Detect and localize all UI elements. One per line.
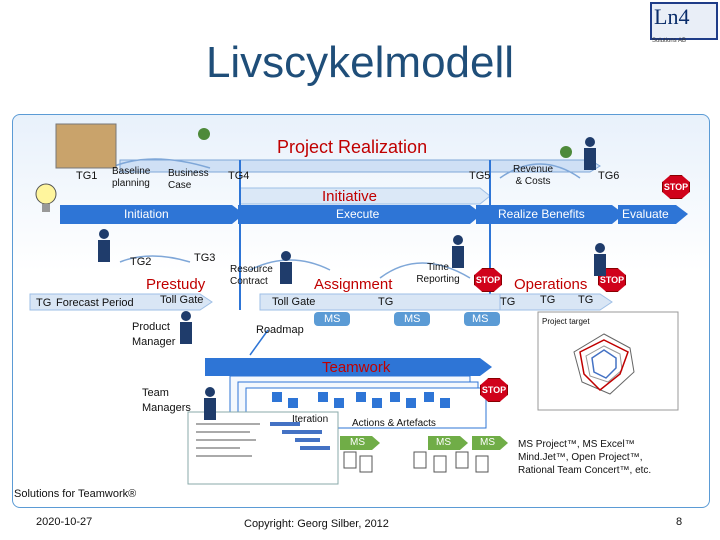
project-realization-label: Project Realization [277, 137, 428, 157]
roadmap-label: Roadmap [256, 324, 304, 336]
ms-marker-1 [314, 312, 350, 326]
team-managers-label: Team Managers [142, 387, 191, 414]
company-logo: Ln4 Solutions AB [650, 2, 718, 46]
ms-label-3: MS [472, 313, 489, 325]
slogan: Solutions for Teamwork® [14, 488, 137, 500]
logo-box: Ln4 [650, 2, 718, 40]
ms-green-arrow-1 [340, 436, 380, 450]
initiative-label: Initiative [322, 188, 378, 205]
tools-note: MS Project™, MS Excel™ Mind.Jet™, Open P… [518, 439, 652, 476]
revenue-costs-label: Revenue & Costs [512, 164, 554, 187]
ms-green-label-3: MS [480, 437, 495, 448]
action-icons [272, 392, 450, 408]
tg-operations-label-3: TG [578, 294, 594, 306]
iteration-label: Iteration [292, 414, 329, 425]
realize-benefits-label: Realize Benefits [498, 207, 585, 221]
money-bag-icon-2 [560, 146, 572, 158]
realize-benefits-band [476, 205, 624, 224]
initiation-band [60, 205, 244, 224]
tg1-label: TG1 [76, 170, 98, 182]
meeting-photo [55, 123, 117, 169]
execute-band [238, 205, 482, 224]
logo-subtitle: Solutions AB [652, 38, 687, 44]
radar-series-blue [591, 349, 617, 379]
footer-date: 2020-10-27 [36, 516, 93, 528]
radar-series-red [579, 339, 629, 392]
product-manager-label: Product Manager [132, 321, 176, 348]
ms-green-arrow-3 [472, 436, 508, 450]
toll-gate-label-2: Toll Gate [272, 296, 316, 308]
stop-sign-1: STOP [662, 175, 690, 199]
tg5-label: TG5 [469, 170, 491, 182]
operations-band [499, 293, 613, 311]
tg-forecast-label: TG [36, 297, 52, 309]
baseline-curve [109, 158, 211, 169]
tg2-label: TG2 [130, 256, 152, 268]
evaluate-band [618, 205, 688, 224]
ms-green-label-1: MS [350, 437, 365, 448]
stop-sign-2: STOP [474, 268, 502, 292]
ms-label-1: MS [324, 313, 341, 325]
prestudy-curve [119, 255, 191, 263]
stop-sign-3: STOP [598, 268, 626, 292]
document-icons [343, 451, 489, 473]
time-reporting-curve [379, 262, 471, 279]
stop-sign-4: STOP [480, 378, 508, 402]
tg-operations-label-1: TG [500, 296, 516, 308]
prestudy-band [29, 293, 213, 311]
ms-label-2: MS [404, 313, 421, 325]
prestudy-label: Prestudy [146, 276, 206, 293]
business-case-label: Business Case [168, 168, 209, 191]
evaluate-label: Evaluate [622, 207, 669, 221]
tg-assignment-label: TG [378, 296, 394, 308]
page-number: 8 [676, 516, 683, 528]
tg6-label: TG6 [598, 170, 620, 182]
teamwork-band [205, 358, 492, 376]
tg4-label: TG4 [228, 170, 250, 182]
assignment-label: Assignment [314, 276, 393, 293]
forecast-period-label: Forecast Period [56, 297, 134, 309]
lightbulb-icon [35, 183, 57, 205]
radar-grid-inner [585, 345, 623, 383]
ms-green-label-2: MS [436, 437, 451, 448]
ms-marker-2 [394, 312, 430, 326]
actions-artefacts-label: Actions & Artefacts [352, 418, 436, 429]
page-title: Livscykelmodell [205, 38, 515, 87]
tg-operations-label-2: TG [540, 294, 556, 306]
radar-grid-outer [573, 333, 635, 395]
resource-contract-label: Resource Contract [230, 264, 273, 287]
project-target-label: Project target [542, 317, 590, 326]
ms-green-arrow-2 [428, 436, 468, 450]
toll-gate-label-1: Toll Gate [160, 294, 204, 306]
footer-copyright: Copyright: Georg Silber, 2012 [244, 518, 389, 530]
operations-label: Operations [514, 276, 588, 293]
money-bag-icon-1 [198, 128, 210, 140]
initiation-label: Initiation [124, 207, 169, 221]
ms-marker-3 [464, 312, 500, 326]
time-reporting-label: Time Reporting [416, 262, 460, 285]
teamwork-label: Teamwork [322, 359, 391, 376]
logo-text: Ln4 [654, 4, 690, 29]
tg3-label: TG3 [194, 252, 216, 264]
teamwork-link [249, 329, 269, 356]
revenue-curve [499, 163, 581, 179]
execute-label: Execute [336, 207, 380, 221]
baseline-planning-label: Baseline planning [112, 166, 151, 189]
